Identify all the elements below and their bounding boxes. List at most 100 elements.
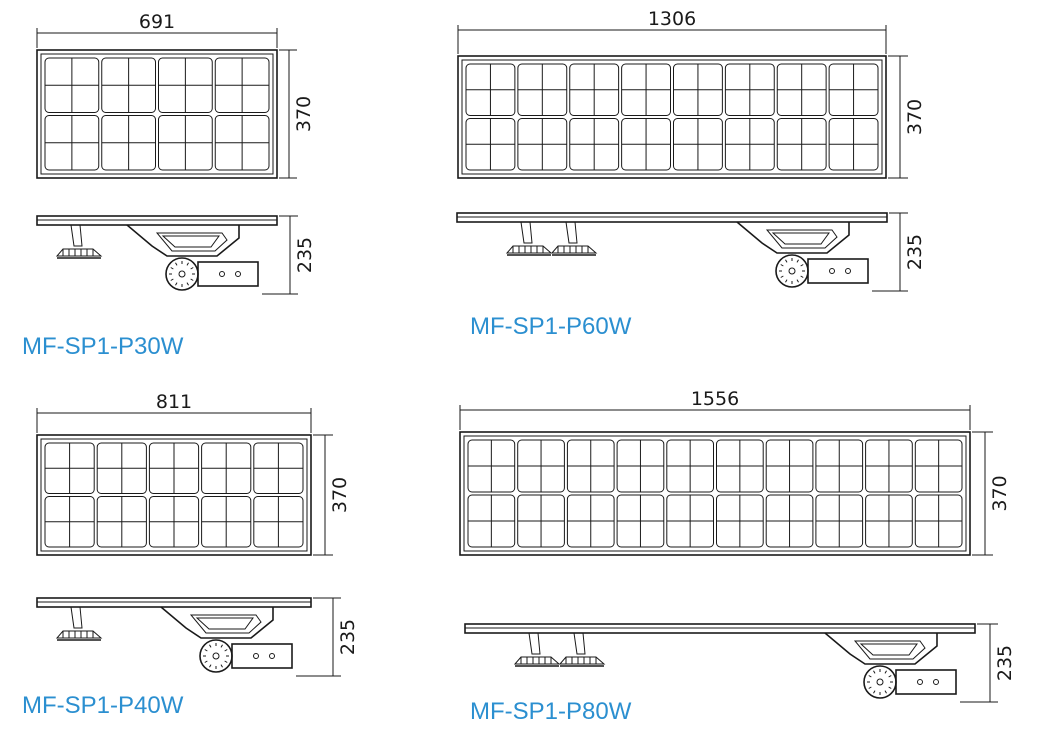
side-dimension-text: 235 [337, 619, 359, 655]
side-dimension-text: 235 [904, 234, 926, 270]
arm-bolt [235, 271, 241, 277]
mount-post [70, 224, 83, 247]
pivot-tooth [220, 644, 223, 648]
mount-foot [505, 245, 553, 254]
pivot-center [212, 652, 220, 660]
panel-inner-frame [40, 438, 308, 552]
arm-bolt [253, 653, 259, 659]
pivot-tooth [884, 690, 887, 694]
model-label-p30w: MF-SP1-P30W [22, 333, 184, 360]
pivot-tooth [785, 279, 788, 283]
height-dimension-text: 370 [293, 96, 315, 132]
arm-bolt [845, 268, 851, 274]
height-dimension-text: 370 [904, 99, 926, 135]
lamp-lens-inner [195, 617, 254, 630]
width-dimension-text: 1556 [691, 388, 739, 410]
pivot-tooth [888, 686, 892, 689]
mount-post [70, 606, 83, 629]
pivot-tooth [224, 649, 228, 652]
width-dimension-text: 811 [156, 391, 192, 413]
arm-bolt [933, 679, 939, 685]
panel-frame [457, 55, 887, 179]
pivot-tooth [780, 264, 784, 267]
lamp-lens-inner [161, 235, 220, 248]
mount-post [565, 221, 578, 244]
pivot-tooth [209, 664, 212, 668]
mount-foot [55, 248, 103, 257]
mount-post [573, 632, 586, 655]
pivot-tooth [868, 686, 872, 689]
mount-arm [895, 669, 957, 695]
lamp-lens [155, 232, 228, 252]
pivot-tooth [873, 670, 876, 674]
panel-inner-frame [40, 53, 274, 175]
mount-foot [558, 656, 606, 665]
pivot-center [876, 678, 884, 686]
mount-post [528, 632, 541, 655]
product-drawing-p40w: 811 370 235 [36, 391, 359, 677]
arm-bolt [829, 268, 835, 274]
side-dimension-text: 235 [294, 237, 316, 273]
mount-arm [231, 643, 293, 669]
lamp-housing [160, 606, 274, 639]
pivot-tooth [170, 267, 174, 270]
panel-frame [459, 431, 971, 556]
mount-post [520, 221, 533, 244]
pivot-tooth [800, 264, 804, 267]
pivot-tooth [785, 259, 788, 263]
pivot-tooth [884, 670, 887, 674]
pivot-center [788, 267, 796, 275]
mount-arm [197, 261, 259, 287]
model-label-p80w: MF-SP1-P80W [470, 698, 632, 725]
height-dimension-text: 370 [329, 477, 351, 513]
pivot-tooth [175, 262, 178, 266]
product-drawing-p80w: 1556 370 235 [459, 388, 1016, 703]
pivot-tooth [204, 660, 208, 663]
pivot-tooth [204, 649, 208, 652]
lamp-housing [824, 632, 938, 665]
pivot-tooth [170, 278, 174, 281]
lamp-housing [126, 224, 240, 257]
lamp-housing [736, 221, 850, 254]
pivot-tooth [873, 690, 876, 694]
pivot-tooth [190, 278, 194, 281]
pivot-tooth [888, 675, 892, 678]
product-drawing-p30w: 691 370 235 [36, 11, 316, 295]
mount-arm [807, 258, 869, 284]
lamp-lens [765, 229, 838, 249]
lamp-lens [853, 640, 926, 660]
height-dimension-text: 370 [989, 475, 1011, 511]
side-dimension-text: 235 [994, 645, 1016, 681]
lamp-lens-inner [771, 232, 830, 245]
pivot-tooth [220, 664, 223, 668]
pivot-tooth [796, 279, 799, 283]
width-dimension-text: 691 [139, 11, 175, 33]
pivot-center [178, 270, 186, 278]
lamp-lens-inner [859, 643, 918, 656]
pivot-tooth [800, 275, 804, 278]
pivot-tooth [780, 275, 784, 278]
width-dimension-text: 1306 [648, 8, 696, 30]
pivot-tooth [796, 259, 799, 263]
product-drawing-p60w: 1306 370 235 [456, 8, 926, 292]
arm-bolt [269, 653, 275, 659]
arm-bolt [219, 271, 225, 277]
pivot-tooth [224, 660, 228, 663]
pivot-tooth [186, 262, 189, 266]
mount-foot [55, 630, 103, 639]
pivot-tooth [186, 282, 189, 286]
pivot-tooth [175, 282, 178, 286]
panel-inner-frame [461, 59, 883, 175]
panel-frame [36, 49, 278, 179]
arm-bolt [917, 679, 923, 685]
panel-inner-frame [463, 435, 967, 552]
panel-frame [36, 434, 312, 556]
mount-foot [550, 245, 598, 254]
pivot-tooth [868, 675, 872, 678]
lamp-lens [189, 614, 262, 634]
model-label-p40w: MF-SP1-P40W [22, 692, 184, 719]
pivot-tooth [190, 267, 194, 270]
model-label-p60w: MF-SP1-P60W [470, 313, 632, 340]
mount-foot [513, 656, 561, 665]
